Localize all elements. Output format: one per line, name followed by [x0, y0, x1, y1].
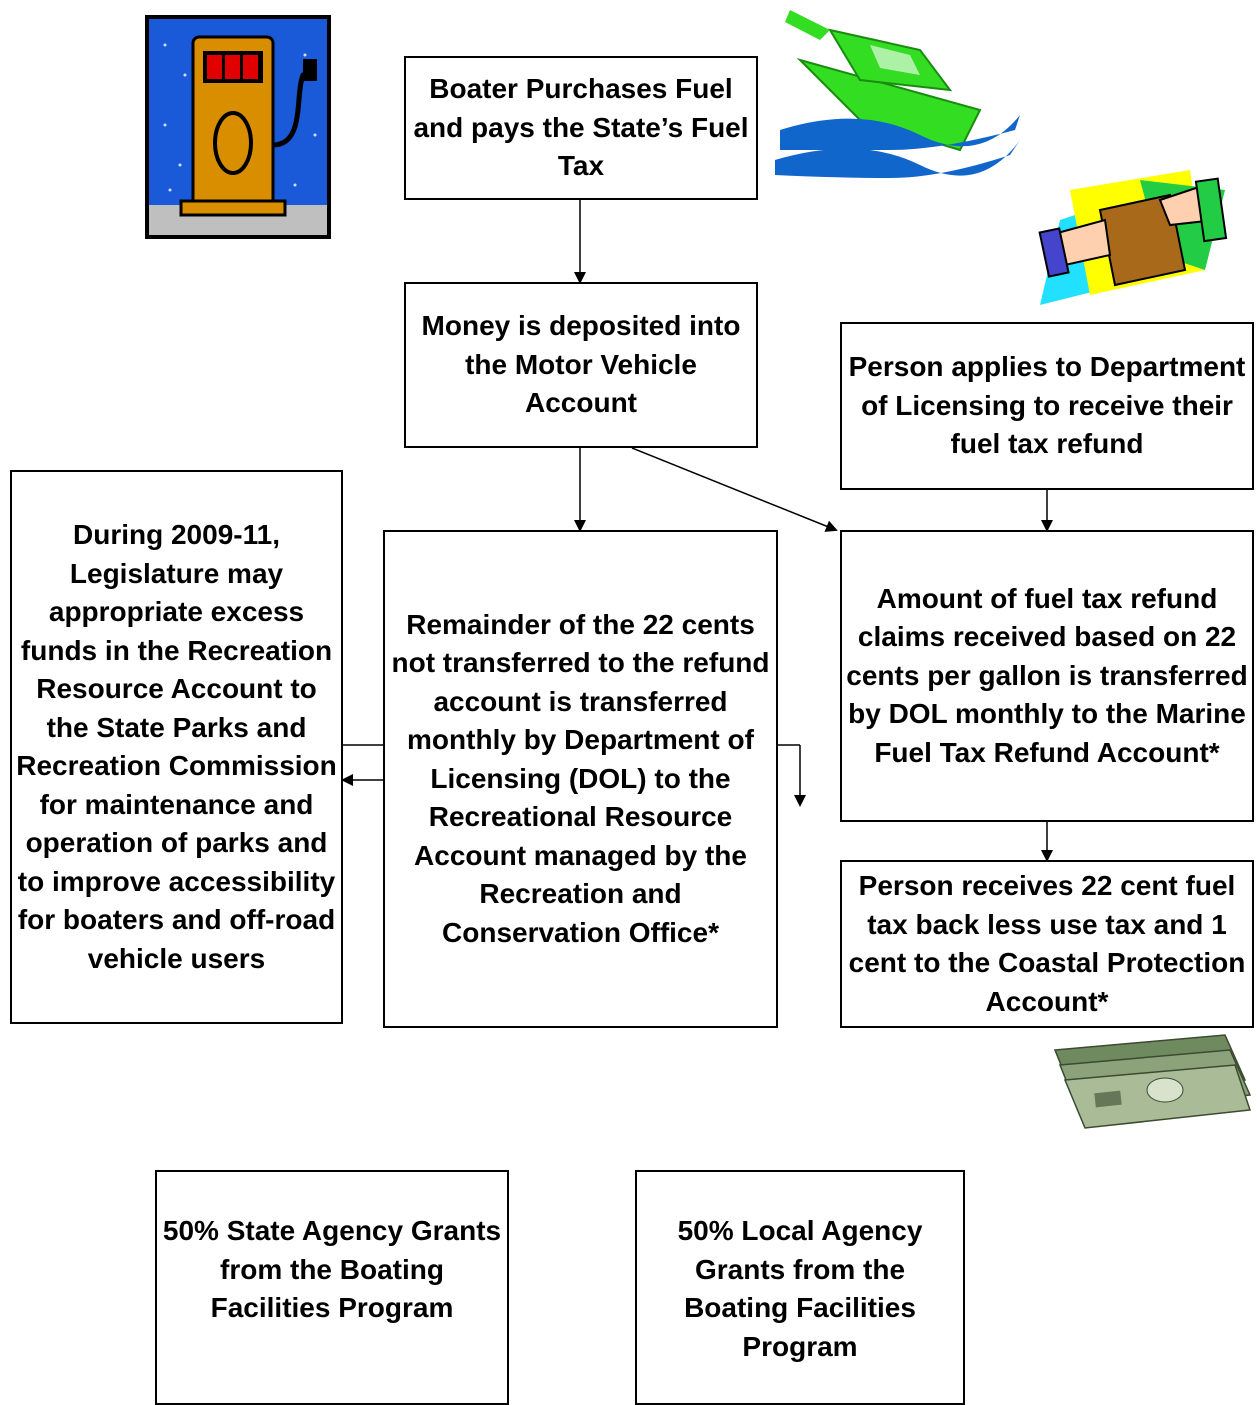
state-grants-text: 50% State Agency Grants from the Boating… — [162, 1215, 502, 1323]
deposit-text: Money is deposited into the Motor Vehicl… — [421, 310, 741, 419]
receives-box: Person receives 22 cent fuel tax back le… — [840, 860, 1254, 1028]
arrow-deposit-to-refund — [631, 447, 838, 532]
local-grants-text: 50% Local Agency Grants from the Boating… — [677, 1215, 923, 1362]
legislature-text: During 2009-11, Legislature may appropri… — [16, 519, 337, 974]
local-grants-box: 50% Local Agency Grants from the Boating… — [635, 1170, 965, 1405]
remainder-box: Remainder of the 22 cents not transferre… — [383, 530, 778, 1028]
document-handoff-icon — [1038, 170, 1228, 305]
boater-purchases-text: Boater Purchases Fuel and pays the State… — [413, 73, 749, 182]
boat-icon — [775, 10, 1020, 178]
deposit-box: Money is deposited into the Motor Vehicl… — [404, 282, 758, 448]
applies-text: Person applies to Department of Licensin… — [848, 351, 1246, 460]
refund-amount-text: Amount of fuel tax refund claims receive… — [846, 582, 1248, 768]
applies-box: Person applies to Department of Licensin… — [840, 322, 1254, 490]
fuel-pump-icon — [145, 15, 331, 239]
state-grants-box: 50% State Agency Grants from the Boating… — [155, 1170, 509, 1405]
refund-amount-box: Amount of fuel tax refund claims receive… — [840, 530, 1254, 822]
boater-purchases-box: Boater Purchases Fuel and pays the State… — [404, 56, 758, 200]
receives-text: Person receives 22 cent fuel tax back le… — [848, 870, 1246, 1017]
legislature-box: During 2009-11, Legislature may appropri… — [10, 470, 343, 1024]
remainder-text: Remainder of the 22 cents not transferre… — [391, 608, 770, 948]
money-icon — [1053, 1034, 1252, 1129]
